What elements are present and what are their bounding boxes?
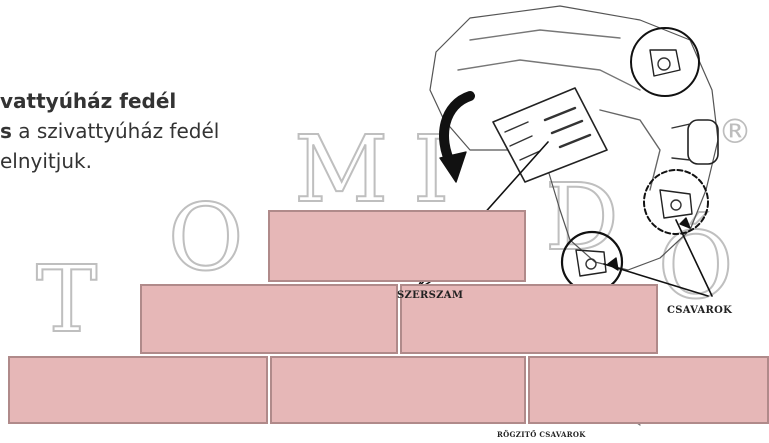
brick-top	[268, 210, 526, 282]
watermark-letter-m: M	[293, 116, 389, 223]
instruction-line-2-bold: s	[0, 119, 12, 143]
brick-bottom-middle	[270, 356, 526, 424]
label-rogzito-csavarok: RÖGZITŐ CSAVAROK	[497, 430, 586, 439]
label-szerszam: SZERSZAM	[397, 290, 464, 301]
brick-middle-left	[140, 284, 398, 354]
brick-bottom-left	[8, 356, 268, 424]
instruction-title: vattyúház fedél	[0, 89, 177, 113]
brick-middle-right	[400, 284, 658, 354]
registered-mark-icon: ®	[718, 112, 752, 152]
watermark-letter-o: O	[167, 184, 244, 291]
instruction-line-2-rest: a szivattyúház fedél	[11, 119, 220, 143]
watermark-letter-d: D	[544, 164, 620, 271]
brick-bottom-right	[528, 356, 769, 424]
instruction-text: vattyúház fedél s a szivattyúház fedél e…	[0, 86, 219, 176]
instruction-line-2: s a szivattyúház fedél	[0, 116, 219, 146]
label-csavarok: CSAVAROK	[667, 305, 733, 316]
instruction-line-3: elnyitjuk.	[0, 149, 92, 173]
watermark-letter-t: T	[35, 246, 98, 353]
